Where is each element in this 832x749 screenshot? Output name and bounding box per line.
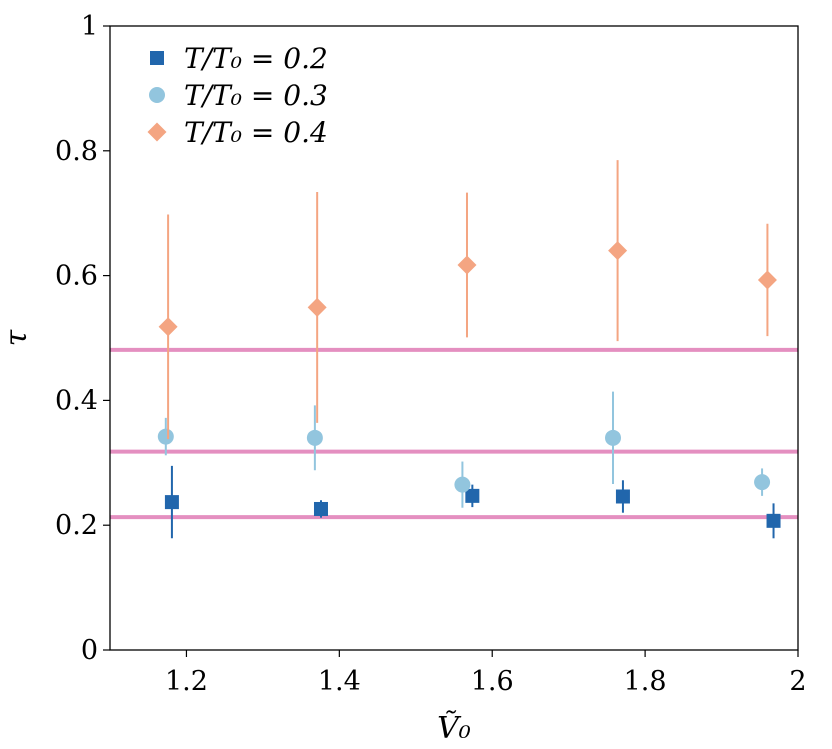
data-point bbox=[766, 513, 781, 528]
data-point bbox=[157, 428, 174, 445]
x-tick-label: 1.2 bbox=[165, 666, 208, 697]
y-axis: 0 0.2 0.4 0.6 0.8 1 bbox=[55, 11, 110, 666]
x-tick-label: 1.8 bbox=[624, 666, 667, 697]
data-point bbox=[608, 241, 628, 261]
x-axis-label: Ṽ₀ bbox=[437, 710, 471, 746]
legend: T/T₀ = 0.2T/T₀ = 0.3T/T₀ = 0.4 bbox=[147, 42, 328, 149]
axes-frame bbox=[109, 25, 799, 651]
data-point bbox=[615, 489, 630, 504]
y-axis-label: τ bbox=[0, 329, 34, 346]
series-0 bbox=[164, 465, 781, 539]
plot-area bbox=[157, 160, 781, 539]
y-tick-label: 0.4 bbox=[55, 385, 98, 416]
x-tick-label: 2 bbox=[789, 666, 806, 697]
y-tick-label: 0.2 bbox=[55, 510, 98, 541]
data-point bbox=[465, 488, 480, 503]
series-2 bbox=[158, 160, 777, 440]
data-point bbox=[754, 474, 771, 491]
legend-label-1: T/T₀ = 0.3 bbox=[184, 79, 328, 112]
legend-marker-2 bbox=[147, 122, 167, 142]
legend-label-2: T/T₀ = 0.4 bbox=[184, 116, 328, 149]
data-point bbox=[164, 495, 179, 510]
x-tick-label: 1.6 bbox=[471, 666, 514, 697]
legend-marker-1 bbox=[149, 87, 165, 103]
reference-lines bbox=[110, 347, 798, 520]
data-point bbox=[454, 476, 471, 493]
legend-label-0: T/T₀ = 0.2 bbox=[184, 42, 328, 75]
y-tick-label: 0.8 bbox=[55, 136, 98, 167]
series-1 bbox=[157, 391, 771, 508]
data-point bbox=[757, 270, 777, 290]
x-axis-label-text: Ṽ₀ bbox=[437, 710, 471, 746]
y-tick-label: 1 bbox=[81, 11, 98, 42]
y-tick-label: 0 bbox=[81, 635, 98, 666]
data-point bbox=[457, 255, 477, 275]
x-tick-label: 1.4 bbox=[318, 666, 361, 697]
y-tick-label: 0.6 bbox=[55, 261, 98, 292]
legend-marker-0 bbox=[150, 51, 164, 65]
data-point bbox=[307, 297, 327, 317]
data-point bbox=[306, 429, 323, 446]
data-point bbox=[158, 317, 178, 337]
data-point bbox=[313, 501, 328, 516]
x-axis: 1.2 1.4 1.6 1.8 2 bbox=[165, 650, 807, 697]
data-point bbox=[605, 429, 622, 446]
